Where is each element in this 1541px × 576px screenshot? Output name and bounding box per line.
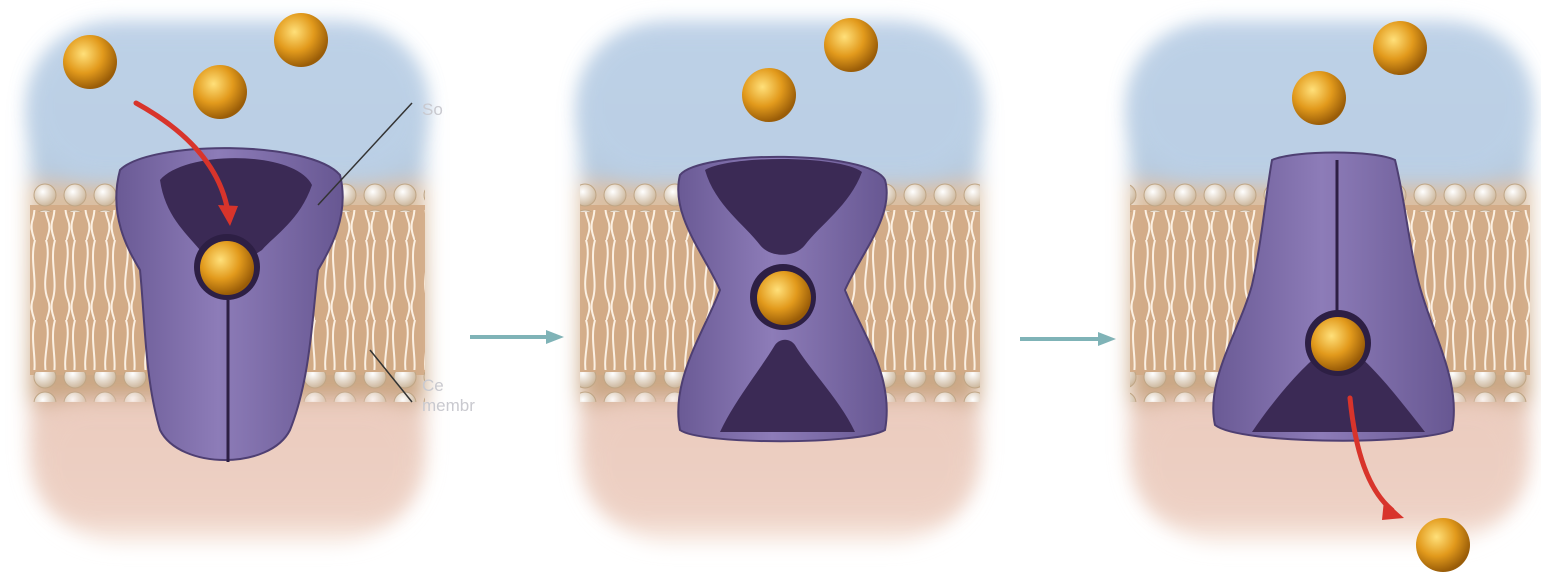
solute-molecule [63, 35, 117, 89]
step-arrow-1 [470, 330, 564, 344]
solute-molecule [274, 13, 328, 67]
released-solute-molecule [1311, 317, 1365, 371]
label-top: So [422, 100, 443, 120]
solute-molecule [742, 68, 796, 122]
solute-molecule [1292, 71, 1346, 125]
panel-2 [580, 18, 980, 542]
label-bottom-line-2: membr [422, 396, 475, 416]
bound-solute-molecule [200, 241, 254, 295]
bound-solute-molecule [757, 271, 811, 325]
solute-molecule [193, 65, 247, 119]
solute-molecule [1416, 518, 1470, 572]
solute-molecule [1373, 21, 1427, 75]
label-bottom-line-1: Ce [422, 376, 444, 396]
panel-1 [30, 13, 425, 542]
panel-3 [1130, 21, 1530, 572]
solute-molecule [824, 18, 878, 72]
step-arrow-2 [1020, 332, 1116, 346]
